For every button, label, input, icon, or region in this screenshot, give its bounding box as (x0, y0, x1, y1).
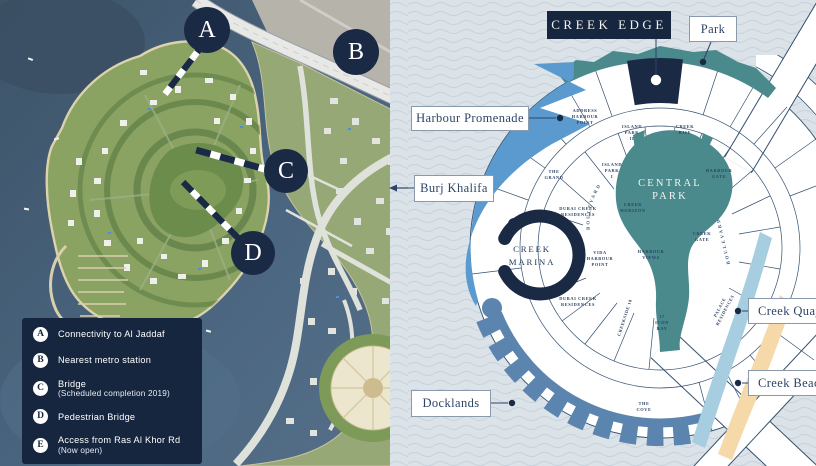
legend-label-c: Bridge (58, 378, 87, 389)
legend-dot-d: D (33, 409, 48, 425)
creek-beach-dot (734, 379, 742, 387)
panel-gap-waves (390, 0, 408, 466)
legend-sub-c: (Scheduled completion 2019) (58, 389, 170, 399)
east-bank-land (239, 41, 409, 466)
legend: A Connectivity to Al Jaddaf B Nearest me… (22, 318, 202, 464)
callout-creek-quay: Creek Quay (748, 298, 816, 324)
legend-item-e: E Access from Ras Al Khor Rd (Now open) (33, 435, 191, 455)
legend-dot-c: C (33, 381, 48, 397)
ring-road-outer-edge (519, 107, 801, 389)
callout-docklands: Docklands (411, 390, 491, 417)
island-lawn (170, 170, 226, 210)
legend-dot-e: E (33, 437, 48, 453)
callout-harbour-promenade: Harbour Promenade (411, 106, 529, 131)
arrow-left-icon (389, 184, 408, 192)
legend-label-b: Nearest metro station (58, 355, 152, 366)
callout-park: Park (689, 16, 737, 42)
legend-item-d: D Pedestrian Bridge (33, 409, 191, 425)
legend-label-e: Access from Ras Al Khor Rd (58, 435, 181, 446)
legend-label-a: Connectivity to Al Jaddaf (58, 329, 165, 340)
docklands-band (476, 298, 708, 447)
legend-dot-a: A (33, 327, 48, 342)
creek-edge-title: CREEK EDGE (547, 11, 671, 39)
legend-label-d: Pedestrian Bridge (58, 411, 136, 422)
park-spokes (633, 130, 713, 185)
creek-marina-ring (498, 209, 586, 301)
pools (108, 108, 351, 298)
legend-dot-b: B (33, 352, 48, 368)
legend-sub-e: (Now open) (58, 445, 103, 455)
docklands-dot (508, 399, 516, 407)
marker-a: A (184, 7, 230, 53)
harbour-promenade-band (465, 62, 590, 306)
leader-dots (508, 58, 742, 407)
creek-quay-band (692, 232, 772, 448)
central-park (615, 130, 733, 352)
callout-burj-khalifa: Burj Khalifa (414, 175, 494, 202)
creek-quay-dot (734, 307, 742, 315)
legend-item-c: C Bridge (Scheduled completion 2019) (33, 378, 191, 399)
harbour-promenade-dot (556, 114, 564, 122)
park-dot (699, 58, 707, 66)
leader-lines (408, 39, 748, 404)
legend-item-b: B Nearest metro station (33, 352, 191, 368)
aerial-map-panel: A B C D A Connectivity to Al Jaddaf B Ne… (0, 0, 427, 466)
ring-road-inner-edge (537, 125, 783, 371)
marker-c: C (264, 149, 308, 193)
creek-edge-plot-dot (650, 74, 662, 86)
marker-d: D (231, 231, 275, 275)
legend-item-a: A Connectivity to Al Jaddaf (33, 327, 191, 342)
marina-knob (508, 218, 520, 230)
callout-creek-beach: Creek Beach (748, 370, 816, 396)
marker-b: B (333, 29, 379, 75)
park-arc (558, 46, 776, 98)
